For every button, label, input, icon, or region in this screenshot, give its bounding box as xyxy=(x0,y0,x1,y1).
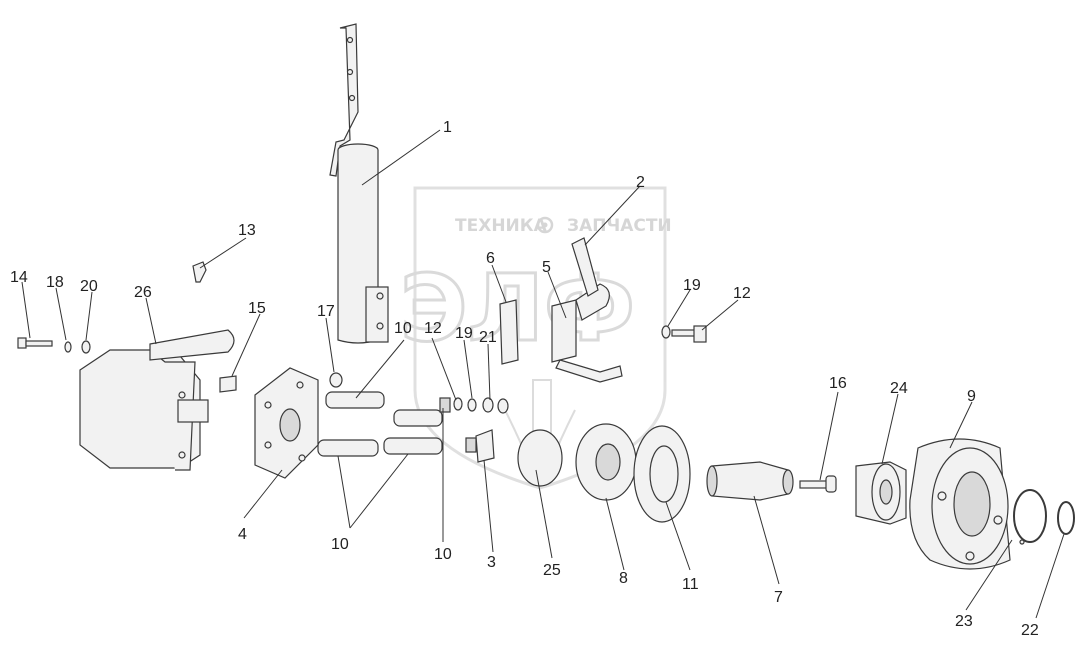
part-17-nut xyxy=(329,372,343,388)
part-23-retaining-ring xyxy=(1013,489,1047,545)
part-14-bolt xyxy=(17,337,53,349)
callout-10-bottom: 10 xyxy=(331,536,349,553)
part-6-plate xyxy=(499,299,519,365)
part-15-pin xyxy=(219,375,237,393)
callout-3: 3 xyxy=(487,554,496,571)
callout-11: 11 xyxy=(682,576,699,593)
watermark-text-left: ТЕХНИКА xyxy=(455,216,548,236)
callout-12-right: 12 xyxy=(733,285,751,302)
callout-5: 5 xyxy=(542,259,551,276)
part-7-coupling xyxy=(706,461,794,501)
callout-6: 6 xyxy=(486,250,495,267)
part-1-bracket xyxy=(329,23,389,344)
part-26-pump-body xyxy=(79,329,235,471)
part-12-bolt-right xyxy=(671,325,707,343)
callout-25: 25 xyxy=(543,562,561,579)
callout-7: 7 xyxy=(774,589,783,606)
part-20-washer xyxy=(81,340,91,354)
callout-20: 20 xyxy=(80,278,98,295)
callout-19-left: 19 xyxy=(455,325,473,342)
callout-12-left: 12 xyxy=(424,320,442,337)
part-18-washer xyxy=(64,341,72,353)
callout-19-right: 19 xyxy=(683,277,701,294)
callout-21: 21 xyxy=(479,329,497,346)
callout-16: 16 xyxy=(829,375,847,392)
callout-22: 22 xyxy=(1021,622,1039,639)
part-13-pin xyxy=(192,261,207,283)
callout-8: 8 xyxy=(619,570,628,587)
callout-26: 26 xyxy=(134,284,152,301)
part-16-bolt xyxy=(799,475,837,493)
part-3-block xyxy=(475,429,495,463)
part-11-ring xyxy=(633,425,691,523)
callout-1: 1 xyxy=(443,119,452,136)
part-25-plate xyxy=(517,429,563,487)
callout-15: 15 xyxy=(248,300,266,317)
callout-17: 17 xyxy=(317,303,335,320)
callout-10-top: 10 xyxy=(394,320,412,337)
callout-4: 4 xyxy=(238,526,247,543)
part-5-lever xyxy=(551,237,623,383)
part-24-bearing xyxy=(855,461,907,525)
part-19-washer-right xyxy=(661,325,671,339)
callout-24: 24 xyxy=(890,380,908,397)
gear-icon xyxy=(536,216,554,234)
watermark-text-right: ЗАПЧАСТИ xyxy=(567,216,672,236)
callout-10-mid: 10 xyxy=(434,546,452,563)
callout-2: 2 xyxy=(636,174,645,191)
callout-18: 18 xyxy=(46,274,64,291)
part-4-flange xyxy=(254,367,319,479)
callout-14: 14 xyxy=(10,269,28,286)
part-12-19-21-hardware xyxy=(453,397,509,414)
part-10-bushings xyxy=(317,391,477,457)
leader-lines xyxy=(21,129,1065,619)
callout-23: 23 xyxy=(955,613,973,630)
part-9-housing xyxy=(909,438,1011,570)
callout-9: 9 xyxy=(967,388,976,405)
part-22-snap-ring xyxy=(1057,501,1075,535)
callout-13: 13 xyxy=(238,222,256,239)
part-8-gear xyxy=(575,423,637,501)
